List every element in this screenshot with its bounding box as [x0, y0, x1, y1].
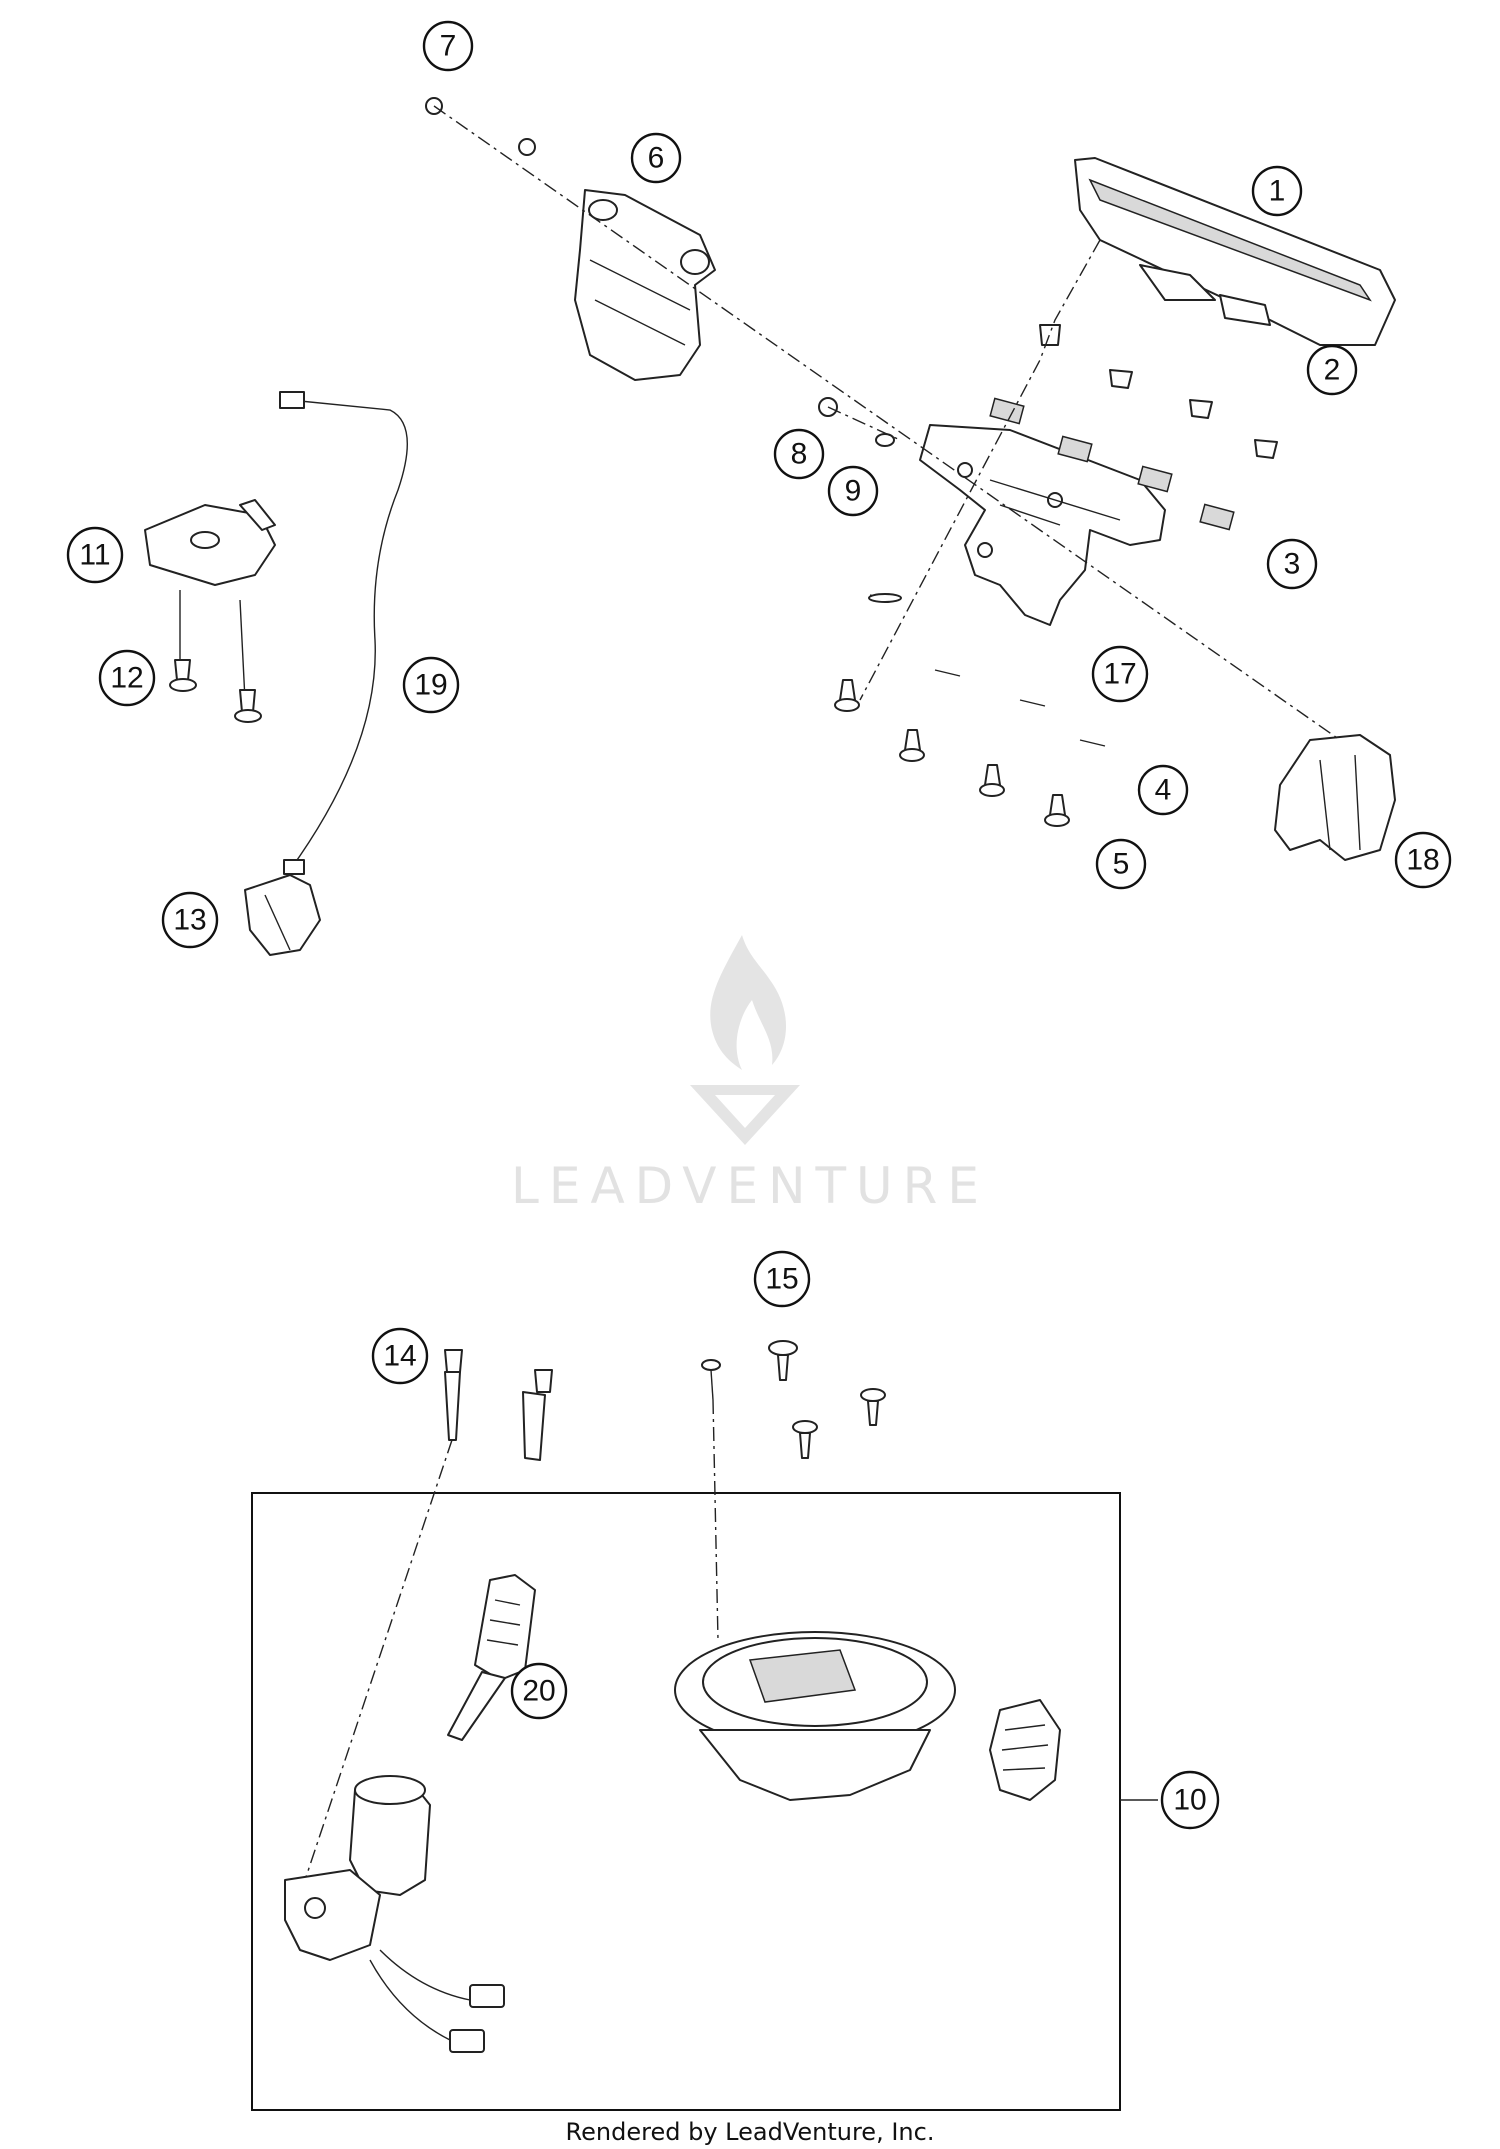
callout-20: 20: [510, 1662, 568, 1720]
svg-text:4: 4: [1155, 774, 1172, 807]
part-5-screws: [834, 679, 1070, 827]
svg-text:2: 2: [1324, 354, 1341, 387]
svg-text:9: 9: [845, 475, 862, 508]
svg-text:10: 10: [1173, 1784, 1206, 1817]
callout-8: 8: [773, 428, 825, 480]
assembly-line-14: [304, 1439, 453, 1881]
assembly-line-15: [712, 1399, 719, 1641]
svg-text:15: 15: [765, 1263, 798, 1296]
svg-text:19: 19: [414, 669, 447, 702]
svg-text:13: 13: [173, 904, 206, 937]
callout-19: 19: [402, 656, 460, 714]
part-12-screws: [169, 590, 262, 723]
watermark-brand-text: LEADVENTURE: [511, 1157, 989, 1215]
svg-text:14: 14: [383, 1340, 416, 1373]
ignition-lock: [284, 1775, 505, 2053]
part-18-clamp: [1274, 734, 1396, 861]
part-20-key: [447, 1574, 536, 1741]
seat-lock-cylinder: [989, 1699, 1061, 1801]
svg-text:20: 20: [522, 1675, 555, 1708]
part-1-dashboard: [1074, 157, 1396, 346]
callout-2: 2: [1306, 344, 1358, 396]
svg-text:6: 6: [648, 142, 665, 175]
callout-3: 3: [1266, 538, 1318, 590]
fuel-cap-lock: [674, 1631, 956, 1801]
part-8-9-bolt-washer: [818, 397, 895, 447]
part-19-cable: [279, 391, 408, 875]
part-13-connector-bracket: [244, 874, 321, 956]
svg-text:5: 5: [1113, 848, 1130, 881]
callout-1: 1: [1251, 165, 1303, 217]
svg-text:11: 11: [79, 539, 110, 572]
callout-11: 11: [66, 526, 124, 584]
callout-17: 17: [1091, 645, 1149, 703]
svg-text:8: 8: [791, 438, 808, 471]
part-7-bolts: [425, 97, 536, 156]
leadventure-logo-watermark: [690, 935, 800, 1145]
part-15-screws: [701, 1340, 886, 1459]
callout-4: 4: [1137, 764, 1189, 816]
callout-18: 18: [1394, 831, 1452, 889]
part-10-kit-box: [251, 1492, 1121, 2111]
assembly-lines-upper: [433, 105, 1341, 741]
callout-13: 13: [161, 891, 219, 949]
callout-9: 9: [827, 465, 879, 517]
part-2-grommets: [1039, 324, 1278, 459]
svg-text:1: 1: [1269, 175, 1286, 208]
part-4-washers: [868, 593, 1106, 747]
callout-10: 10: [1160, 1770, 1220, 1830]
rendered-by-footer: Rendered by LeadVenture, Inc.: [565, 2118, 935, 2146]
callout-15: 15: [753, 1250, 811, 1308]
callout-12: 12: [98, 649, 156, 707]
part-6-bracket: [574, 189, 716, 381]
part-17-mount: [919, 424, 1166, 626]
svg-text:18: 18: [1406, 844, 1439, 877]
callout-7: 7: [422, 20, 474, 72]
part-3-bushings: [989, 397, 1235, 531]
svg-text:3: 3: [1284, 548, 1301, 581]
part-11-sensor-bracket: [144, 499, 276, 586]
callout-5: 5: [1095, 838, 1147, 890]
callout-14: 14: [371, 1327, 429, 1385]
svg-text:17: 17: [1103, 658, 1136, 691]
svg-text:7: 7: [440, 30, 457, 63]
svg-text:12: 12: [110, 662, 143, 695]
callout-6: 6: [630, 132, 682, 184]
part-14-pins: [444, 1349, 553, 1461]
